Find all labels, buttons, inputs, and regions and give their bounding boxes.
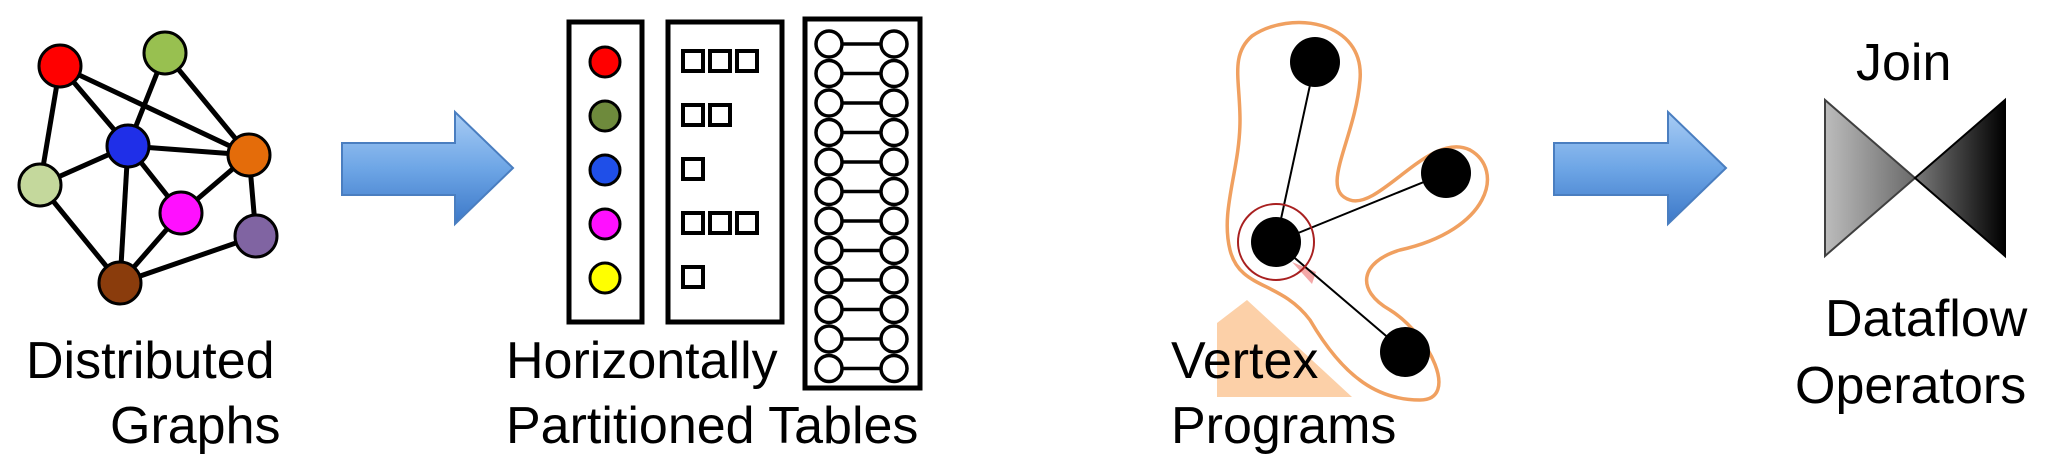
- join-label: Join: [1856, 34, 1951, 92]
- vertex-table-dot: [588, 261, 622, 295]
- distributed-graphs-label-line2: Graphs: [110, 397, 281, 455]
- edge-list-square: [681, 157, 705, 181]
- edge-list-square: [735, 49, 759, 73]
- edge-list-square: [681, 49, 705, 73]
- graph-node-lightgreen: [17, 162, 63, 208]
- graph-node-red: [37, 43, 83, 89]
- vertex-table-dot: [588, 153, 622, 187]
- graph-edge: [117, 145, 131, 284]
- vertex-programs-label-line1: Vertex: [1171, 332, 1318, 390]
- distributed-graph: [17, 30, 279, 306]
- pair-row: [814, 294, 909, 325]
- graph-node-brown: [97, 260, 143, 306]
- pair-row: [814, 117, 909, 148]
- edge-list-square: [681, 103, 705, 127]
- pair-row: [814, 265, 909, 295]
- pair-row: [814, 353, 909, 384]
- right-arrow-2: [1553, 109, 1728, 227]
- active-vertex-ring: [1237, 203, 1315, 281]
- right-arrow-1: [341, 109, 515, 227]
- vertex-table-dot: [588, 207, 622, 241]
- horizontally-partitioned-label-line2: Partitioned Tables: [506, 397, 918, 455]
- graph-edge: [119, 233, 257, 286]
- pair-row: [814, 88, 909, 118]
- graph-node-lime: [142, 30, 188, 76]
- vertex-center: [1251, 217, 1301, 267]
- dataflow-operators-label-line1: Dataflow: [1825, 290, 2028, 348]
- pair-row: [814, 235, 909, 266]
- graph-node-magenta: [158, 190, 204, 236]
- vertex-right: [1421, 148, 1471, 198]
- edge-list-square: [708, 103, 732, 127]
- vertex-table: [566, 19, 645, 325]
- pair-row: [814, 29, 909, 59]
- vertex-table-dot: [588, 99, 622, 133]
- vertex-programs-label-line2: Programs: [1171, 397, 1396, 455]
- vertex-neighborhood-outline: [1225, 20, 1489, 402]
- pair-row: [814, 324, 909, 354]
- horizontally-partitioned-label-line1: Horizontally: [506, 332, 778, 390]
- edge-list-square: [681, 211, 705, 235]
- distributed-graphs-label-line1: Distributed: [26, 332, 275, 390]
- graph-node-purple: [233, 213, 279, 259]
- graph-edge: [58, 63, 251, 158]
- graph-node-blue: [105, 123, 151, 169]
- pair-row: [814, 147, 909, 177]
- edge-list-table: [665, 19, 785, 325]
- pair-row: [814, 206, 909, 236]
- edge-list-square: [735, 211, 759, 235]
- dataflow-operators-label-line2: Operators: [1795, 357, 2026, 415]
- vertex-program-diagram: [1217, 20, 1489, 402]
- vertex-top: [1290, 37, 1340, 87]
- vertex-bottom: [1380, 327, 1430, 377]
- edge-list-square: [708, 49, 732, 73]
- graph-node-orange: [226, 132, 272, 178]
- edge-list-square: [708, 211, 732, 235]
- pair-row: [814, 58, 909, 89]
- vertex-table-dot: [588, 45, 622, 79]
- edge-list-square: [681, 265, 705, 289]
- pair-table: [802, 16, 923, 391]
- peach-highlight: [1217, 300, 1352, 397]
- pair-row: [814, 176, 909, 207]
- bowtie-join-icon: [1824, 97, 2006, 259]
